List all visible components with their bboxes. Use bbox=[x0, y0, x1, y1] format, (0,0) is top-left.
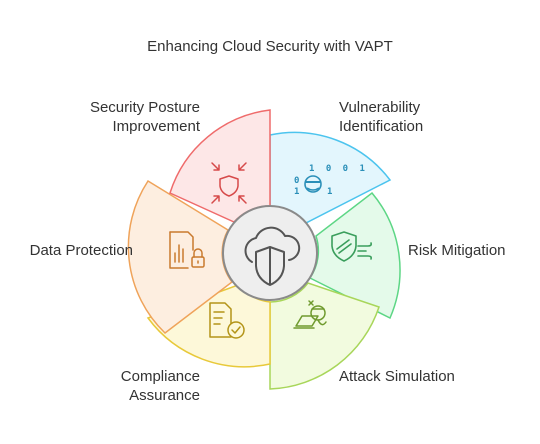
label-risk: Risk Mitigation bbox=[408, 242, 506, 259]
document-check-icon bbox=[209, 302, 245, 339]
segment-risk bbox=[308, 191, 401, 320]
binary-hacker-icon: 1 0 0 1 0 1 1 bbox=[294, 164, 368, 197]
chart-lock-icon bbox=[169, 231, 205, 269]
pirate-laptop-icon bbox=[293, 300, 327, 329]
label-compliance: Compliance Assurance bbox=[120, 368, 200, 404]
label-vulnerability: Vulnerability Identification bbox=[339, 99, 424, 135]
label-posture: Security Posture Improvement bbox=[89, 99, 200, 135]
shield-arrows-icon bbox=[211, 162, 247, 204]
diagram-title: Enhancing Cloud Security with VAPT bbox=[147, 38, 393, 55]
svg-text:0: 0 bbox=[294, 176, 299, 186]
shield-wind-icon bbox=[331, 231, 372, 262]
svg-text:1 0 0 1: 1 0 0 1 bbox=[309, 164, 368, 174]
label-attack: Attack Simulation bbox=[339, 368, 455, 385]
segment-attack bbox=[269, 282, 380, 390]
cloud-shield-icon bbox=[244, 226, 301, 286]
svg-text:1: 1 bbox=[327, 187, 332, 197]
label-data: Data Protection bbox=[29, 242, 133, 259]
svg-text:1: 1 bbox=[294, 187, 299, 197]
